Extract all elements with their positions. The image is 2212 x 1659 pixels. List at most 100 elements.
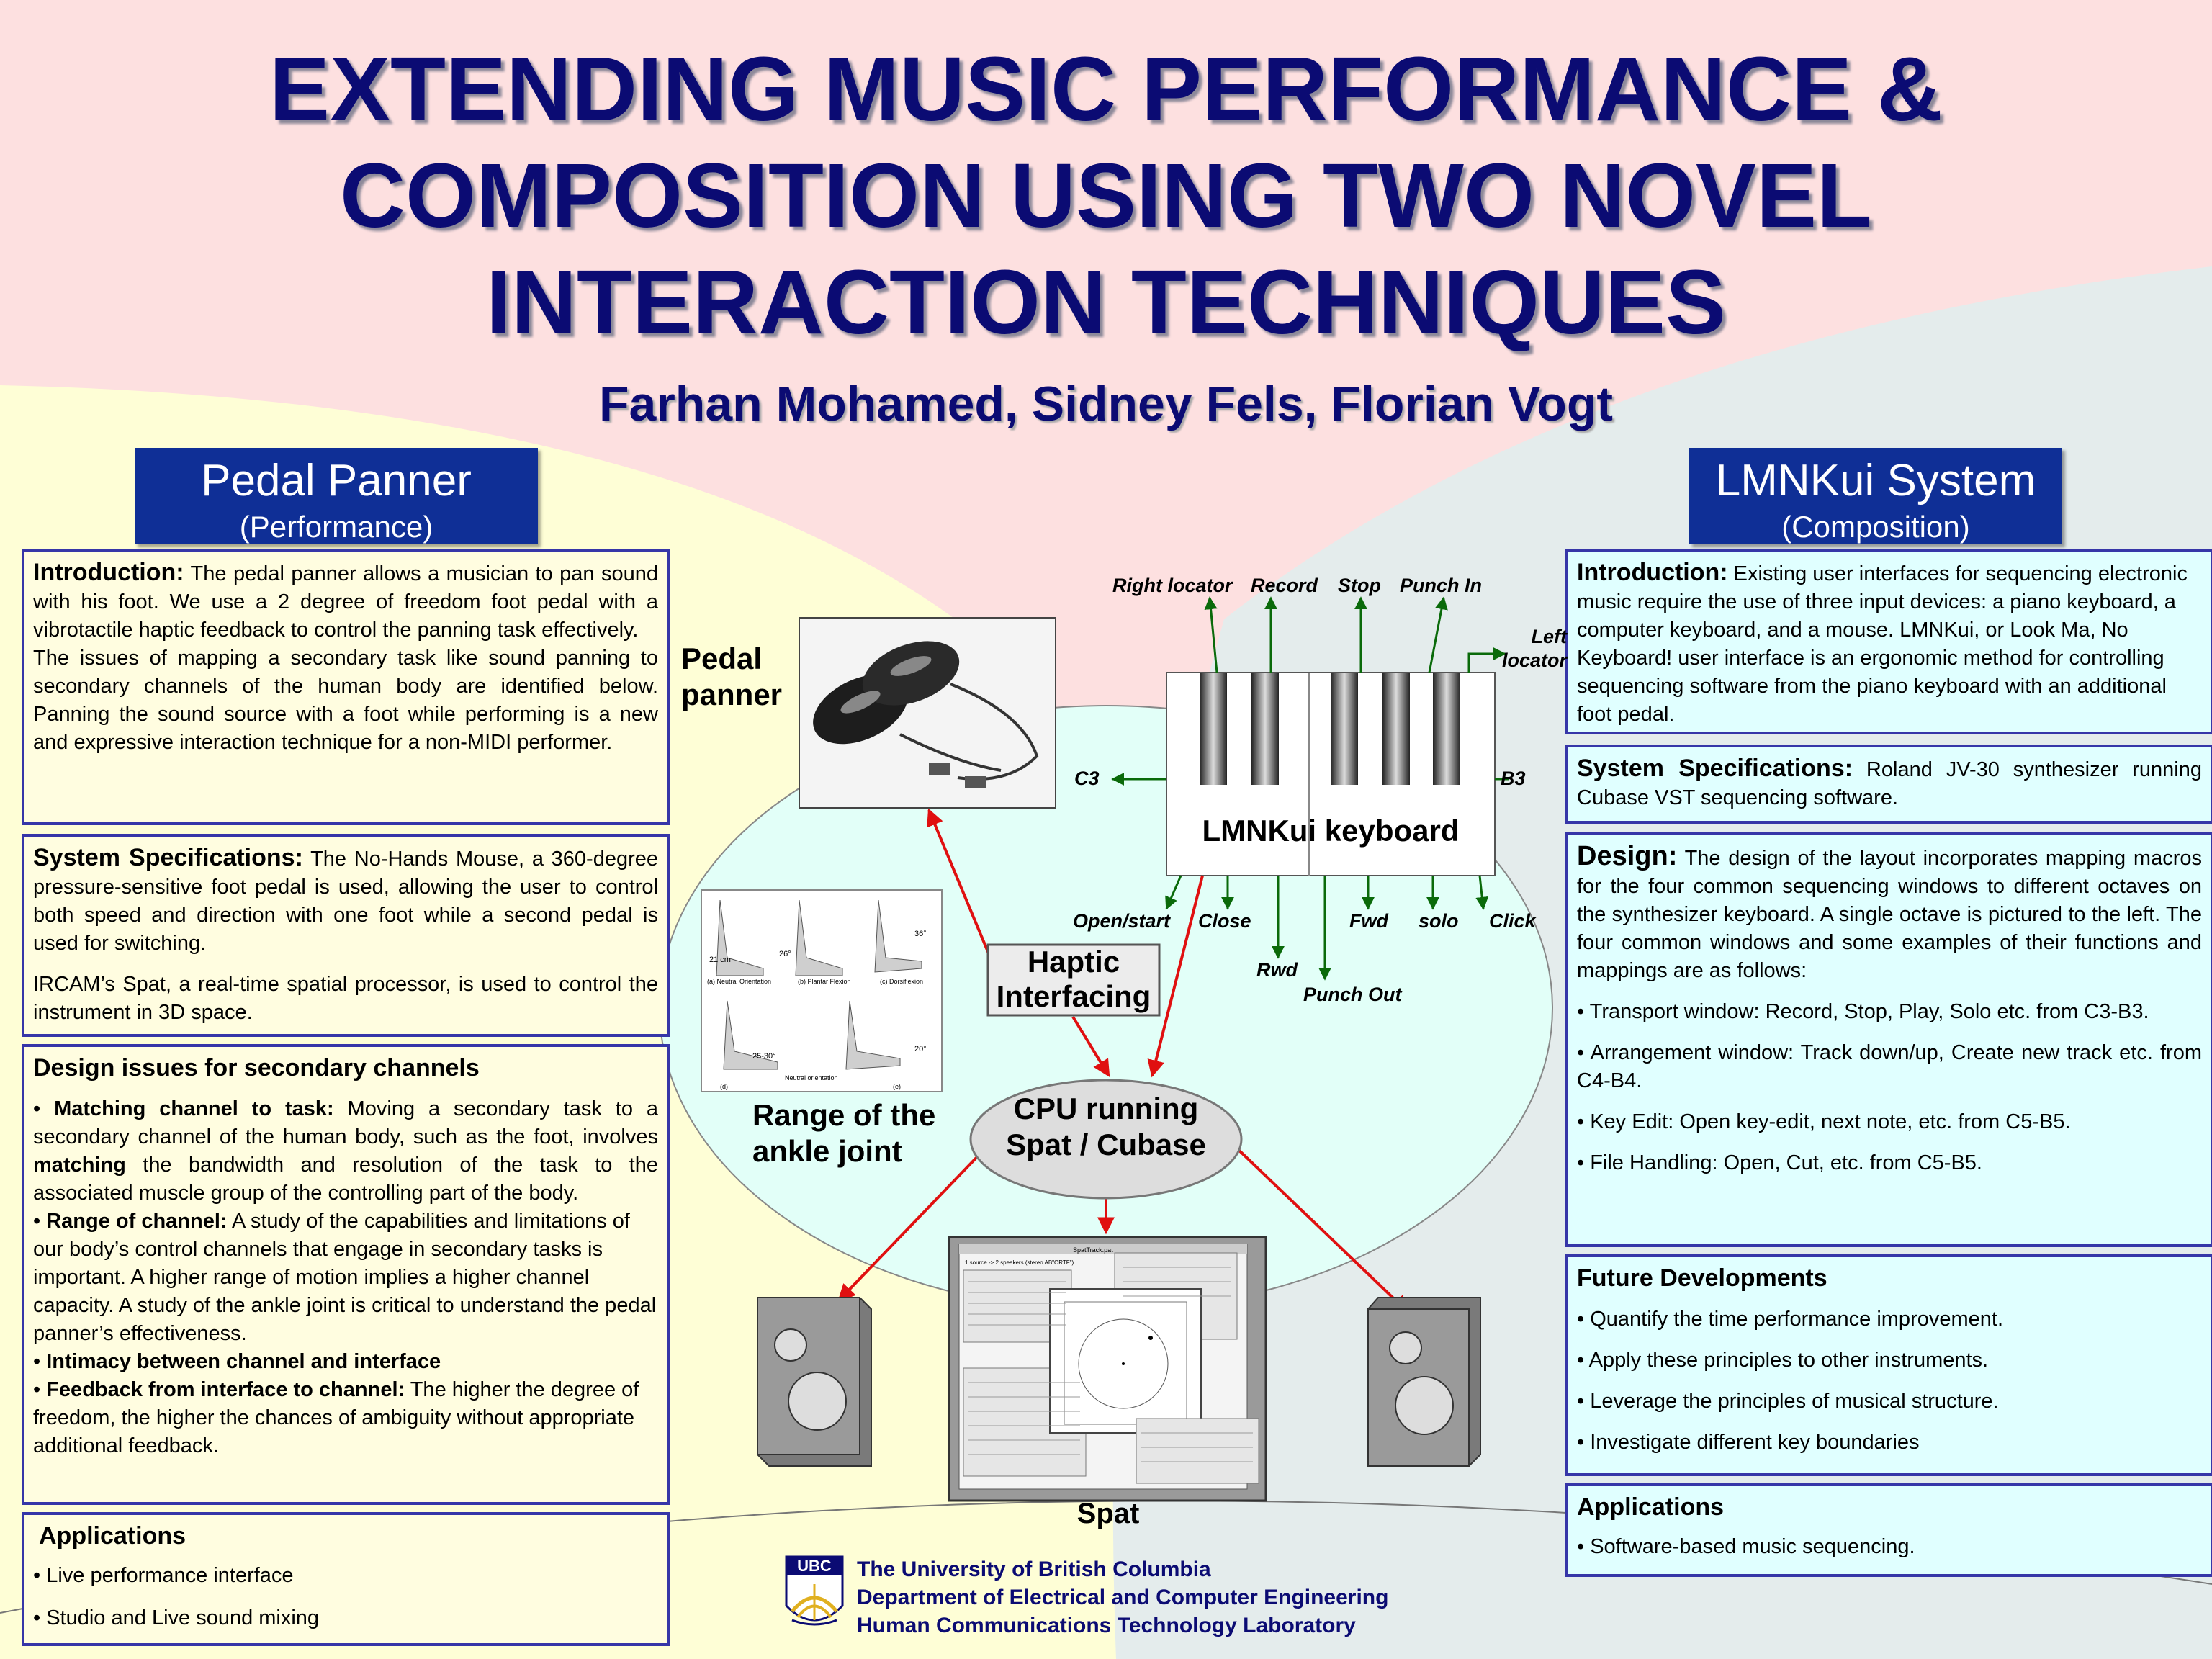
key-label-solo: solo — [1419, 910, 1459, 932]
spat-label: Spat — [1076, 1498, 1140, 1529]
ubc-logo — [785, 1555, 844, 1626]
left-intro-text-2: The issues of mapping a secondary task l… — [33, 647, 658, 754]
left-design-box: Design issues for secondary channels • M… — [22, 1044, 670, 1505]
key-label-stop: Stop — [1338, 575, 1381, 596]
design-item-matching-text-a: Moving a secondary task to a secondary c… — [33, 1097, 658, 1148]
footer-line-3: Human Communications Technology Laborato… — [857, 1614, 1356, 1637]
poster-authors: Farhan Mohamed, Sidney Fels, Florian Vog… — [598, 377, 1614, 431]
title-line-2: COMPOSITION USING TWO NOVEL — [339, 145, 1873, 246]
design-item-feedback-bold: Feedback from interface to channel: — [46, 1378, 405, 1401]
left-specs-text-1: The No-Hands Mouse, a 360-degree pressur… — [33, 848, 658, 955]
right-intro-heading: Introduction: — [1577, 559, 1728, 586]
ankle-measure-20: 20° — [914, 1045, 927, 1053]
ankle-caption-neutral: Neutral orientation — [785, 1074, 838, 1082]
footer-affiliation: The University of British Columbia Depar… — [857, 1555, 1505, 1640]
left-apps-item-1: • Live performance interface — [33, 1564, 294, 1587]
right-apps-box: Applications • Software-based music sequ… — [1565, 1483, 2212, 1577]
left-intro-text-1: The pedal panner allows a musician to pa… — [33, 562, 658, 642]
lmnkui-header: LMNKui System (Composition) — [1689, 448, 2062, 544]
design-item-range-bold: Range of channel: — [46, 1210, 228, 1233]
lmnkui-keyboard-label: LMNKui keyboard — [1202, 814, 1460, 848]
system-flow-arrows — [837, 808, 1409, 1313]
footer-line-1: The University of British Columbia — [857, 1557, 1211, 1581]
right-future-heading: Future Developments — [1577, 1264, 1827, 1292]
pedal-panner-subtitle: (Performance) — [239, 510, 433, 544]
design-item-intimacy: • Intimacy between channel and interface — [33, 1350, 441, 1373]
spat-window-title: SpatTrack.pat — [1073, 1246, 1113, 1254]
cpu-ellipse — [969, 1079, 1243, 1200]
ankle-caption-b: (b) Plantar Flexion — [798, 978, 851, 985]
left-specs-text-2: IRCAM’s Spat, a real-time spatial proces… — [33, 973, 658, 1024]
design-item-matching-bold-2: matching — [33, 1154, 126, 1177]
right-design-item-3: • Key Edit: Open key-edit, next note, et… — [1577, 1110, 2071, 1133]
ankle-caption-d: (d) — [720, 1083, 728, 1090]
left-intro-box: Introduction: The pedal panner allows a … — [22, 549, 670, 825]
pedal-panner-header: Pedal Panner (Performance) — [135, 448, 538, 544]
left-apps-box: Applications • Live performance interfac… — [22, 1512, 670, 1646]
design-item-intimacy-bold: Intimacy between channel and interface — [46, 1350, 441, 1373]
cpu-label: CPU running Spat / Cubase — [1006, 1092, 1206, 1161]
title-line-1: EXTENDING MUSIC PERFORMANCE & — [269, 38, 1943, 140]
ankle-measure-36: 36° — [914, 930, 927, 938]
pedal-panner-title: Pedal Panner — [201, 456, 472, 505]
left-design-heading: Design issues for secondary channels — [33, 1054, 480, 1082]
right-future-item-1: • Quantify the time performance improvem… — [1577, 1308, 2004, 1331]
key-label-click: Click — [1489, 910, 1536, 932]
key-label-c3: C3 — [1074, 768, 1100, 789]
ankle-measure-26: 26° — [779, 950, 791, 958]
haptic-interfacing-label: Haptic Interfacing — [996, 945, 1151, 1013]
ankle-caption-a: (a) Neutral Orientation — [707, 978, 771, 985]
key-label-fwd: Fwd — [1349, 910, 1388, 932]
design-item-range: • Range of channel: A study of the capab… — [33, 1210, 657, 1345]
lmnkui-keyboard-figure — [1166, 672, 1496, 876]
design-item-range-text: A study of the capabilities and limitati… — [33, 1210, 657, 1345]
right-design-heading: Design: — [1577, 841, 1678, 871]
design-item-matching-text-b: the bandwidth and resolution of the task… — [33, 1154, 658, 1205]
design-item-feedback-text: The higher the degree of freedom, the hi… — [33, 1378, 639, 1457]
ankle-caption-e: (e) — [893, 1083, 901, 1090]
right-specs-text: Roland JV-30 synthesizer running Cubase … — [1577, 758, 2202, 809]
key-label-punch-out: Punch Out — [1303, 984, 1402, 1005]
ubc-logo-text: UBC — [797, 1557, 832, 1575]
key-label-punch-in: Punch In — [1400, 575, 1482, 596]
left-specs-box: System Specifications: The No-Hands Mous… — [22, 834, 670, 1037]
right-design-text: The design of the layout incorporates ma… — [1577, 847, 2202, 982]
keyboard-mapping-arrows — [1111, 596, 1509, 981]
key-label-right-locator: Right locator — [1112, 575, 1233, 596]
pedal-panner-label: Pedal panner — [681, 642, 783, 711]
poster-title: EXTENDING MUSIC PERFORMANCE & COMPOSITIO… — [0, 36, 2212, 356]
right-future-item-3: • Leverage the principles of musical str… — [1577, 1390, 1999, 1413]
right-design-item-2: • Arrangement window: Track down/up, Cre… — [1577, 1041, 2202, 1092]
design-item-matching-bold: Matching channel to task: — [54, 1097, 334, 1120]
right-design-item-4: • File Handling: Open, Cut, etc. from C5… — [1577, 1151, 1982, 1174]
spat-caption: 1 source -> 2 speakers (stereo AB"ORTF") — [965, 1259, 1074, 1266]
design-item-feedback: • Feedback from interface to channel: Th… — [33, 1378, 639, 1457]
spat-screenshot: SpatTrack.pat 1 source -> 2 speakers (st… — [948, 1236, 1267, 1502]
haptic-interfacing-box — [986, 943, 1161, 1017]
right-intro-text: Existing user interfaces for sequencing … — [1577, 562, 2188, 726]
key-label-close: Close — [1198, 910, 1251, 932]
right-apps-item-1: • Software-based music sequencing. — [1577, 1535, 1915, 1558]
key-label-b3: B3 — [1501, 768, 1526, 789]
ankle-measure-21cm: 21 cm — [709, 956, 731, 964]
right-future-box: Future Developments • Quantify the time … — [1565, 1254, 2212, 1476]
ankle-caption-c: (c) Dorsiflexion — [880, 978, 923, 985]
right-design-box: Design: The design of the layout incorpo… — [1565, 832, 2212, 1247]
key-label-record: Record — [1251, 575, 1318, 596]
ankle-joint-figure: 21 cm 26° 36° 25-30° 20° (a) Neutral Ori… — [701, 889, 943, 1092]
left-specs-heading: System Specifications: — [33, 844, 303, 871]
right-specs-heading: System Specifications: — [1577, 755, 1853, 782]
right-apps-heading: Applications — [1577, 1493, 1725, 1521]
right-speaker — [1367, 1297, 1481, 1467]
left-apps-heading: Applications — [39, 1522, 186, 1550]
right-specs-box: System Specifications: Roland JV-30 synt… — [1565, 745, 2212, 824]
key-label-left-locator: Left locator — [1501, 626, 1567, 671]
right-future-item-2: • Apply these principles to other instru… — [1577, 1349, 1989, 1372]
left-intro-heading: Introduction: — [33, 559, 184, 586]
footer-line-2: Department of Electrical and Computer En… — [857, 1586, 1389, 1609]
right-design-item-1: • Transport window: Record, Stop, Play, … — [1577, 1000, 2149, 1023]
lmnkui-subtitle: (Composition) — [1781, 510, 1970, 544]
key-label-rwd: Rwd — [1256, 959, 1298, 981]
key-label-open-start: Open/start — [1073, 910, 1171, 932]
